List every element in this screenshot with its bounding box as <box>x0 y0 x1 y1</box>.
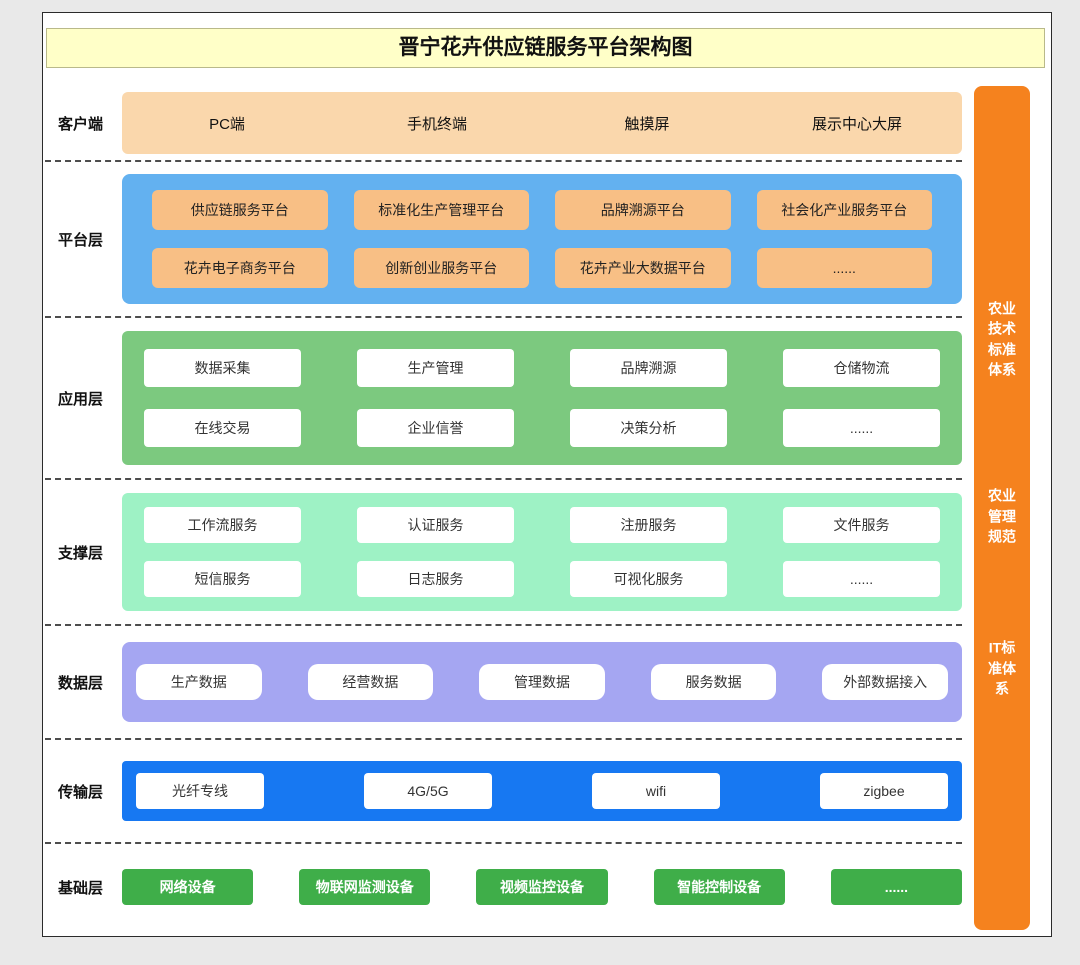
transmission-box: 4G/5G <box>364 773 492 809</box>
data-box: 管理数据 <box>479 664 605 700</box>
application-box: 企业信誉 <box>357 409 514 447</box>
data-content: 生产数据 经营数据 管理数据 服务数据 外部数据接入 <box>122 642 962 722</box>
transmission-box: 光纤专线 <box>136 773 264 809</box>
base-box: 智能控制设备 <box>653 869 785 905</box>
application-box: 决策分析 <box>570 409 727 447</box>
base-box: 视频监控设备 <box>476 869 608 905</box>
application-box: 数据采集 <box>144 349 301 387</box>
support-box: 认证服务 <box>357 507 514 543</box>
platform-box: 创新创业服务平台 <box>353 248 529 288</box>
base-box: 网络设备 <box>122 869 254 905</box>
layer-row-support: 支撑层 工作流服务 认证服务 注册服务 文件服务 短信服务 日志服务 可视化服务… <box>45 480 962 626</box>
support-box: ...... <box>783 561 940 597</box>
layer-label-support: 支撑层 <box>58 544 104 562</box>
diagram-body: 客户端 PC端 手机终端 触摸屏 展示中心大屏 平台层 供应链服务平台 标准 <box>45 86 1046 930</box>
client-content: PC端 手机终端 触摸屏 展示中心大屏 <box>122 92 962 154</box>
layer-row-base: 基础层 网络设备 物联网监测设备 视频监控设备 智能控制设备 ...... <box>45 844 962 930</box>
platform-box: 标准化生产管理平台 <box>353 190 529 230</box>
application-box: 在线交易 <box>144 409 301 447</box>
layer-row-client: 客户端 PC端 手机终端 触摸屏 展示中心大屏 <box>45 86 962 162</box>
application-box: 仓储物流 <box>783 349 940 387</box>
layer-row-transmission: 传输层 光纤专线 4G/5G wifi zigbee <box>45 740 962 844</box>
platform-container: 供应链服务平台 标准化生产管理平台 品牌溯源平台 社会化产业服务平台 花卉电子商… <box>122 174 962 304</box>
layer-label-data: 数据层 <box>58 674 104 692</box>
client-item-touchscreen: 触摸屏 <box>624 115 670 133</box>
layer-label-application: 应用层 <box>58 390 104 408</box>
platform-box: 花卉产业大数据平台 <box>555 248 731 288</box>
transmission-content: 光纤专线 4G/5G wifi zigbee <box>122 761 962 821</box>
base-content: 网络设备 物联网监测设备 视频监控设备 智能控制设备 ...... <box>122 869 962 905</box>
support-box: 工作流服务 <box>144 507 301 543</box>
data-box: 服务数据 <box>650 664 777 700</box>
platform-content: 供应链服务平台 标准化生产管理平台 品牌溯源平台 社会化产业服务平台 花卉电子商… <box>122 174 962 304</box>
support-box: 文件服务 <box>783 507 940 543</box>
sidebar-section-it-standards: IT标准体系 <box>988 639 1016 697</box>
layer-row-application: 应用层 数据采集 生产管理 品牌溯源 仓储物流 在线交易 企业信誉 决策分析 .… <box>45 318 962 480</box>
application-box: ...... <box>783 409 940 447</box>
layer-label-client: 客户端 <box>58 115 104 133</box>
application-box: 品牌溯源 <box>570 349 727 387</box>
support-box: 日志服务 <box>357 561 514 597</box>
client-item-pc: PC端 <box>209 115 245 133</box>
transmission-box: wifi <box>592 773 720 809</box>
support-content: 工作流服务 认证服务 注册服务 文件服务 短信服务 日志服务 可视化服务 ...… <box>122 493 962 611</box>
base-box: 物联网监测设备 <box>299 869 431 905</box>
client-item-bigscreen: 展示中心大屏 <box>811 115 902 133</box>
platform-box: 品牌溯源平台 <box>555 190 731 230</box>
support-box: 注册服务 <box>570 507 727 543</box>
transmission-container: 光纤专线 4G/5G wifi zigbee <box>122 761 962 821</box>
application-box: 生产管理 <box>357 349 514 387</box>
application-content: 数据采集 生产管理 品牌溯源 仓储物流 在线交易 企业信誉 决策分析 .....… <box>122 331 962 465</box>
diagram-title: 晋宁花卉供应链服务平台架构图 <box>46 28 1045 68</box>
standards-sidebar: 农业技术标准体系 农业管理规范 IT标准体系 <box>974 86 1030 930</box>
data-box: 生产数据 <box>136 664 262 700</box>
platform-box: 花卉电子商务平台 <box>152 248 328 288</box>
client-item-mobile: 手机终端 <box>406 115 467 133</box>
layer-label-base: 基础层 <box>58 879 104 897</box>
layer-rows: 客户端 PC端 手机终端 触摸屏 展示中心大屏 平台层 供应链服务平台 标准 <box>45 86 962 930</box>
data-container: 生产数据 经营数据 管理数据 服务数据 外部数据接入 <box>122 642 962 722</box>
architecture-diagram: 晋宁花卉供应链服务平台架构图 客户端 PC端 手机终端 触摸屏 展示中心大屏 平… <box>42 12 1052 937</box>
base-box: ...... <box>830 869 962 905</box>
layer-row-data: 数据层 生产数据 经营数据 管理数据 服务数据 外部数据接入 <box>45 626 962 740</box>
layer-label-transmission: 传输层 <box>58 783 104 801</box>
application-container: 数据采集 生产管理 品牌溯源 仓储物流 在线交易 企业信誉 决策分析 .....… <box>122 331 962 465</box>
layer-row-platform: 平台层 供应链服务平台 标准化生产管理平台 品牌溯源平台 社会化产业服务平台 花… <box>45 162 962 318</box>
data-box: 外部数据接入 <box>822 664 948 700</box>
platform-box: 社会化产业服务平台 <box>756 190 932 230</box>
data-box: 经营数据 <box>307 664 434 700</box>
support-box: 短信服务 <box>144 561 301 597</box>
platform-box: 供应链服务平台 <box>152 190 328 230</box>
platform-box: ...... <box>756 248 932 288</box>
transmission-box: zigbee <box>820 773 948 809</box>
layer-label-platform: 平台层 <box>58 231 104 249</box>
base-row: 网络设备 物联网监测设备 视频监控设备 智能控制设备 ...... <box>122 869 962 905</box>
client-strip: PC端 手机终端 触摸屏 展示中心大屏 <box>122 92 962 154</box>
support-container: 工作流服务 认证服务 注册服务 文件服务 短信服务 日志服务 可视化服务 ...… <box>122 493 962 611</box>
support-box: 可视化服务 <box>570 561 727 597</box>
sidebar-section-agri-management: 农业管理规范 <box>988 487 1016 545</box>
sidebar-section-agri-tech-standards: 农业技术标准体系 <box>988 300 1016 378</box>
